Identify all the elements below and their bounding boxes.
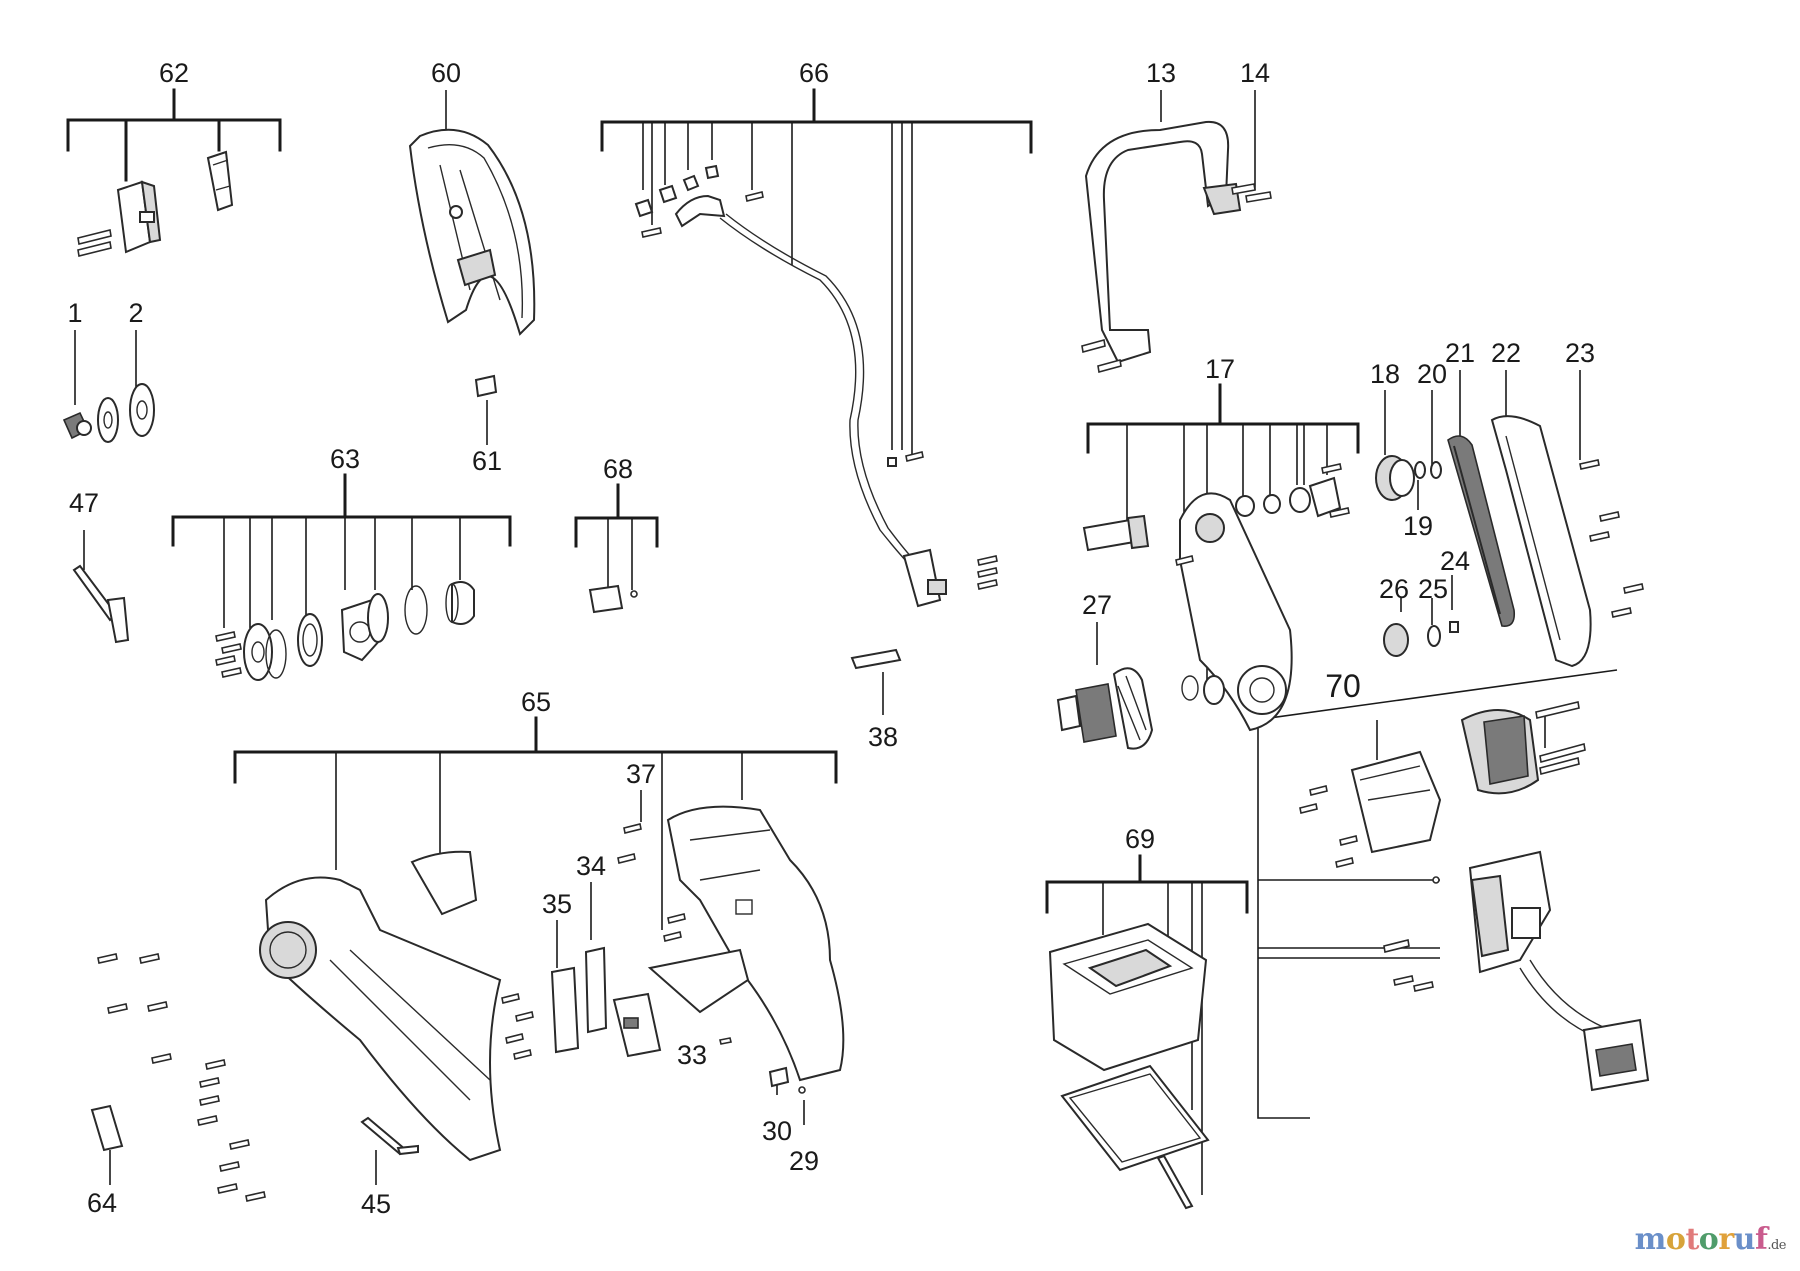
watermark-suffix: .de bbox=[1767, 1238, 1786, 1253]
part-1-bolt bbox=[62, 411, 92, 440]
part-62-clamps bbox=[77, 150, 234, 257]
label-69: 69 bbox=[1125, 824, 1155, 854]
label-18: 18 bbox=[1370, 359, 1400, 389]
label-60: 60 bbox=[431, 58, 461, 88]
watermark-letter: f bbox=[1754, 1222, 1768, 1257]
part-69-cover bbox=[1048, 922, 1210, 1210]
label-29: 29 bbox=[789, 1146, 819, 1176]
label-37: 37 bbox=[626, 759, 656, 789]
label-47: 47 bbox=[69, 488, 99, 518]
label-24: 24 bbox=[1440, 546, 1470, 576]
loose-screws-64 bbox=[90, 953, 266, 1202]
part-13-handle bbox=[1081, 120, 1242, 374]
label-14: 14 bbox=[1240, 58, 1270, 88]
label-19: 19 bbox=[1403, 511, 1433, 541]
part-45-allen-key bbox=[360, 1116, 419, 1156]
watermark-letter: u bbox=[1733, 1222, 1756, 1257]
part-63-bearing-set bbox=[215, 581, 475, 681]
watermark-logo-text: motoruf bbox=[1635, 1222, 1768, 1257]
part-38-plate bbox=[850, 648, 902, 670]
label-64: 64 bbox=[87, 1188, 117, 1218]
label-38: 38 bbox=[868, 722, 898, 752]
label-65: 65 bbox=[521, 687, 551, 717]
part-61-clip bbox=[474, 374, 498, 398]
label-2: 2 bbox=[128, 298, 143, 328]
label-17: 17 bbox=[1205, 354, 1235, 384]
label-63: 63 bbox=[330, 444, 360, 474]
part-66-water-hose bbox=[634, 164, 998, 608]
label-26: 26 bbox=[1379, 574, 1409, 604]
label-33: 33 bbox=[677, 1040, 707, 1070]
part-68-plate bbox=[588, 584, 638, 614]
label-25: 25 bbox=[1418, 574, 1448, 604]
label-45: 45 bbox=[361, 1189, 391, 1219]
part-23-screws bbox=[1579, 459, 1644, 618]
label-21: 21 bbox=[1445, 338, 1475, 368]
label-61: 61 bbox=[472, 446, 502, 476]
label-62: 62 bbox=[159, 58, 189, 88]
part-14-screws bbox=[1231, 183, 1272, 203]
watermark-letter: m bbox=[1634, 1222, 1667, 1257]
watermark-letter: o bbox=[1698, 1222, 1719, 1257]
label-35: 35 bbox=[542, 889, 572, 919]
part-24-26-small-parts bbox=[1383, 621, 1459, 657]
part-19-20-washer bbox=[1414, 461, 1442, 479]
label-22: 22 bbox=[1491, 338, 1521, 368]
label-23: 23 bbox=[1565, 338, 1595, 368]
part-2-flanges bbox=[97, 383, 155, 443]
part-47-wrench bbox=[72, 564, 130, 644]
watermark-letter: r bbox=[1718, 1222, 1734, 1257]
watermark-letter: o bbox=[1665, 1222, 1686, 1257]
part-60-blade-guard bbox=[408, 128, 536, 336]
label-13: 13 bbox=[1146, 58, 1176, 88]
part-21-belt bbox=[1447, 435, 1516, 627]
motoruf-watermark: motoruf.de bbox=[1635, 1222, 1787, 1257]
watermark-letter: t bbox=[1685, 1222, 1699, 1257]
part-65-housing bbox=[259, 805, 845, 1162]
label-34: 34 bbox=[576, 851, 606, 881]
part-18-pulley bbox=[1375, 455, 1415, 501]
part-70-motor-electronics bbox=[1299, 701, 1650, 1092]
label-20: 20 bbox=[1417, 359, 1447, 389]
part-27-armature bbox=[1056, 667, 1154, 750]
leader-lines bbox=[66, 88, 1618, 1195]
label-1: 1 bbox=[67, 298, 82, 328]
label-27: 27 bbox=[1082, 590, 1112, 620]
part-number-labels: 62 60 66 13 14 1 2 61 47 63 68 17 18 20 … bbox=[67, 58, 1595, 1219]
part-22-belt-cover bbox=[1490, 415, 1592, 668]
label-66: 66 bbox=[799, 58, 829, 88]
label-30: 30 bbox=[762, 1116, 792, 1146]
part-17-gear-housing bbox=[1082, 463, 1350, 732]
label-70: 70 bbox=[1325, 668, 1361, 704]
label-68: 68 bbox=[603, 454, 633, 484]
